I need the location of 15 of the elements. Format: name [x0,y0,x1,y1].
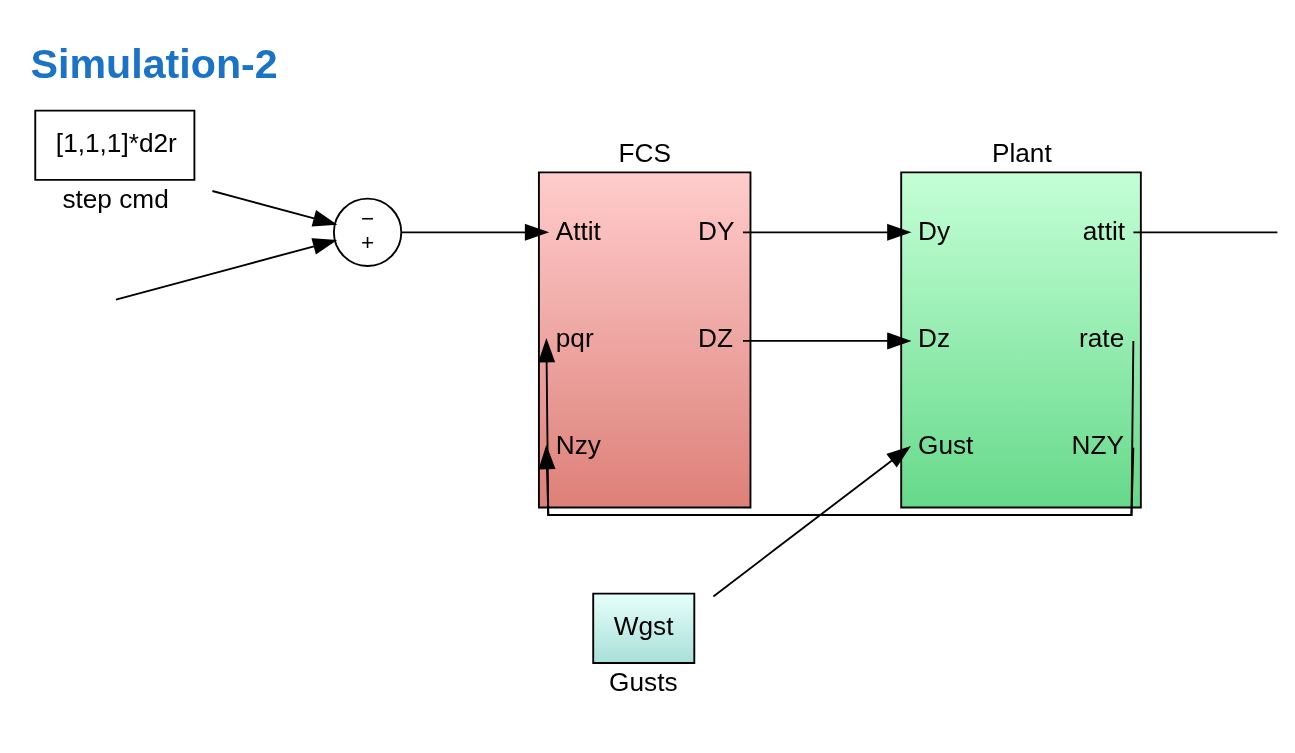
node-label: step cmd [62,184,169,215]
node-label: FCS [618,137,671,168]
node-label: Plant [992,137,1052,168]
node-label: Gusts [609,667,678,698]
arrow [742,332,912,350]
arrow [712,445,911,598]
arrow [400,223,550,241]
connector [1132,231,1279,234]
arrow [538,338,1135,516]
arrow [742,223,912,241]
arrow [211,190,338,227]
diagram-title: Simulation-2 [30,41,278,88]
node-circle: − + [332,197,403,267]
arrow [538,444,1135,516]
arrow [115,238,338,301]
